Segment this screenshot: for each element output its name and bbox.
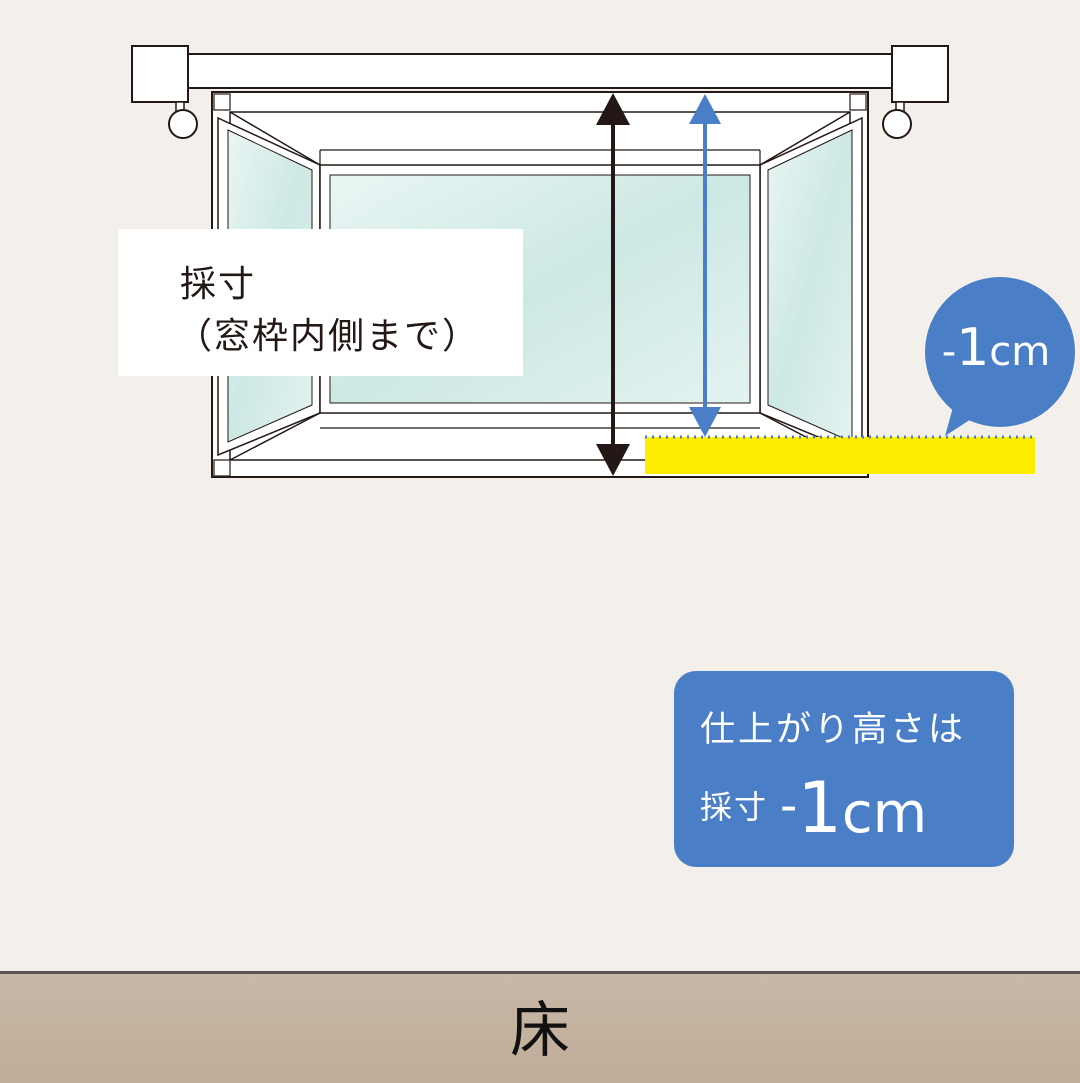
floor: 床 <box>0 971 1080 1083</box>
offset-bubble <box>925 277 1075 436</box>
finished-height-arrow <box>689 94 721 437</box>
result-minus: - <box>780 778 798 834</box>
result-box: 仕上がり高さは 採寸-1cm <box>674 671 1014 867</box>
result-heading: 仕上がり高さは <box>700 710 967 750</box>
measurement-arrow <box>596 93 630 476</box>
result-number: 1 <box>797 767 842 849</box>
result-prefix: 採寸 <box>700 788 769 826</box>
offset-number: 1 <box>956 318 990 378</box>
right-glass-pane <box>759 116 863 457</box>
result-formula: 採寸-1cm <box>700 767 928 849</box>
curtain-rail <box>131 45 949 139</box>
finished-height-marker <box>645 435 1035 474</box>
result-unit: cm <box>841 781 928 846</box>
offset-bubble-text: -1cm <box>936 318 1056 378</box>
offset-unit: cm <box>989 329 1051 375</box>
offset-minus: - <box>941 329 957 375</box>
measurement-label-title: 採寸 <box>180 264 257 305</box>
measurement-label-note: （窓枠内側まで） <box>176 316 481 357</box>
measurement-label-box: 採寸 （窓枠内側まで） <box>118 229 523 376</box>
floor-label: 床 <box>510 996 570 1066</box>
